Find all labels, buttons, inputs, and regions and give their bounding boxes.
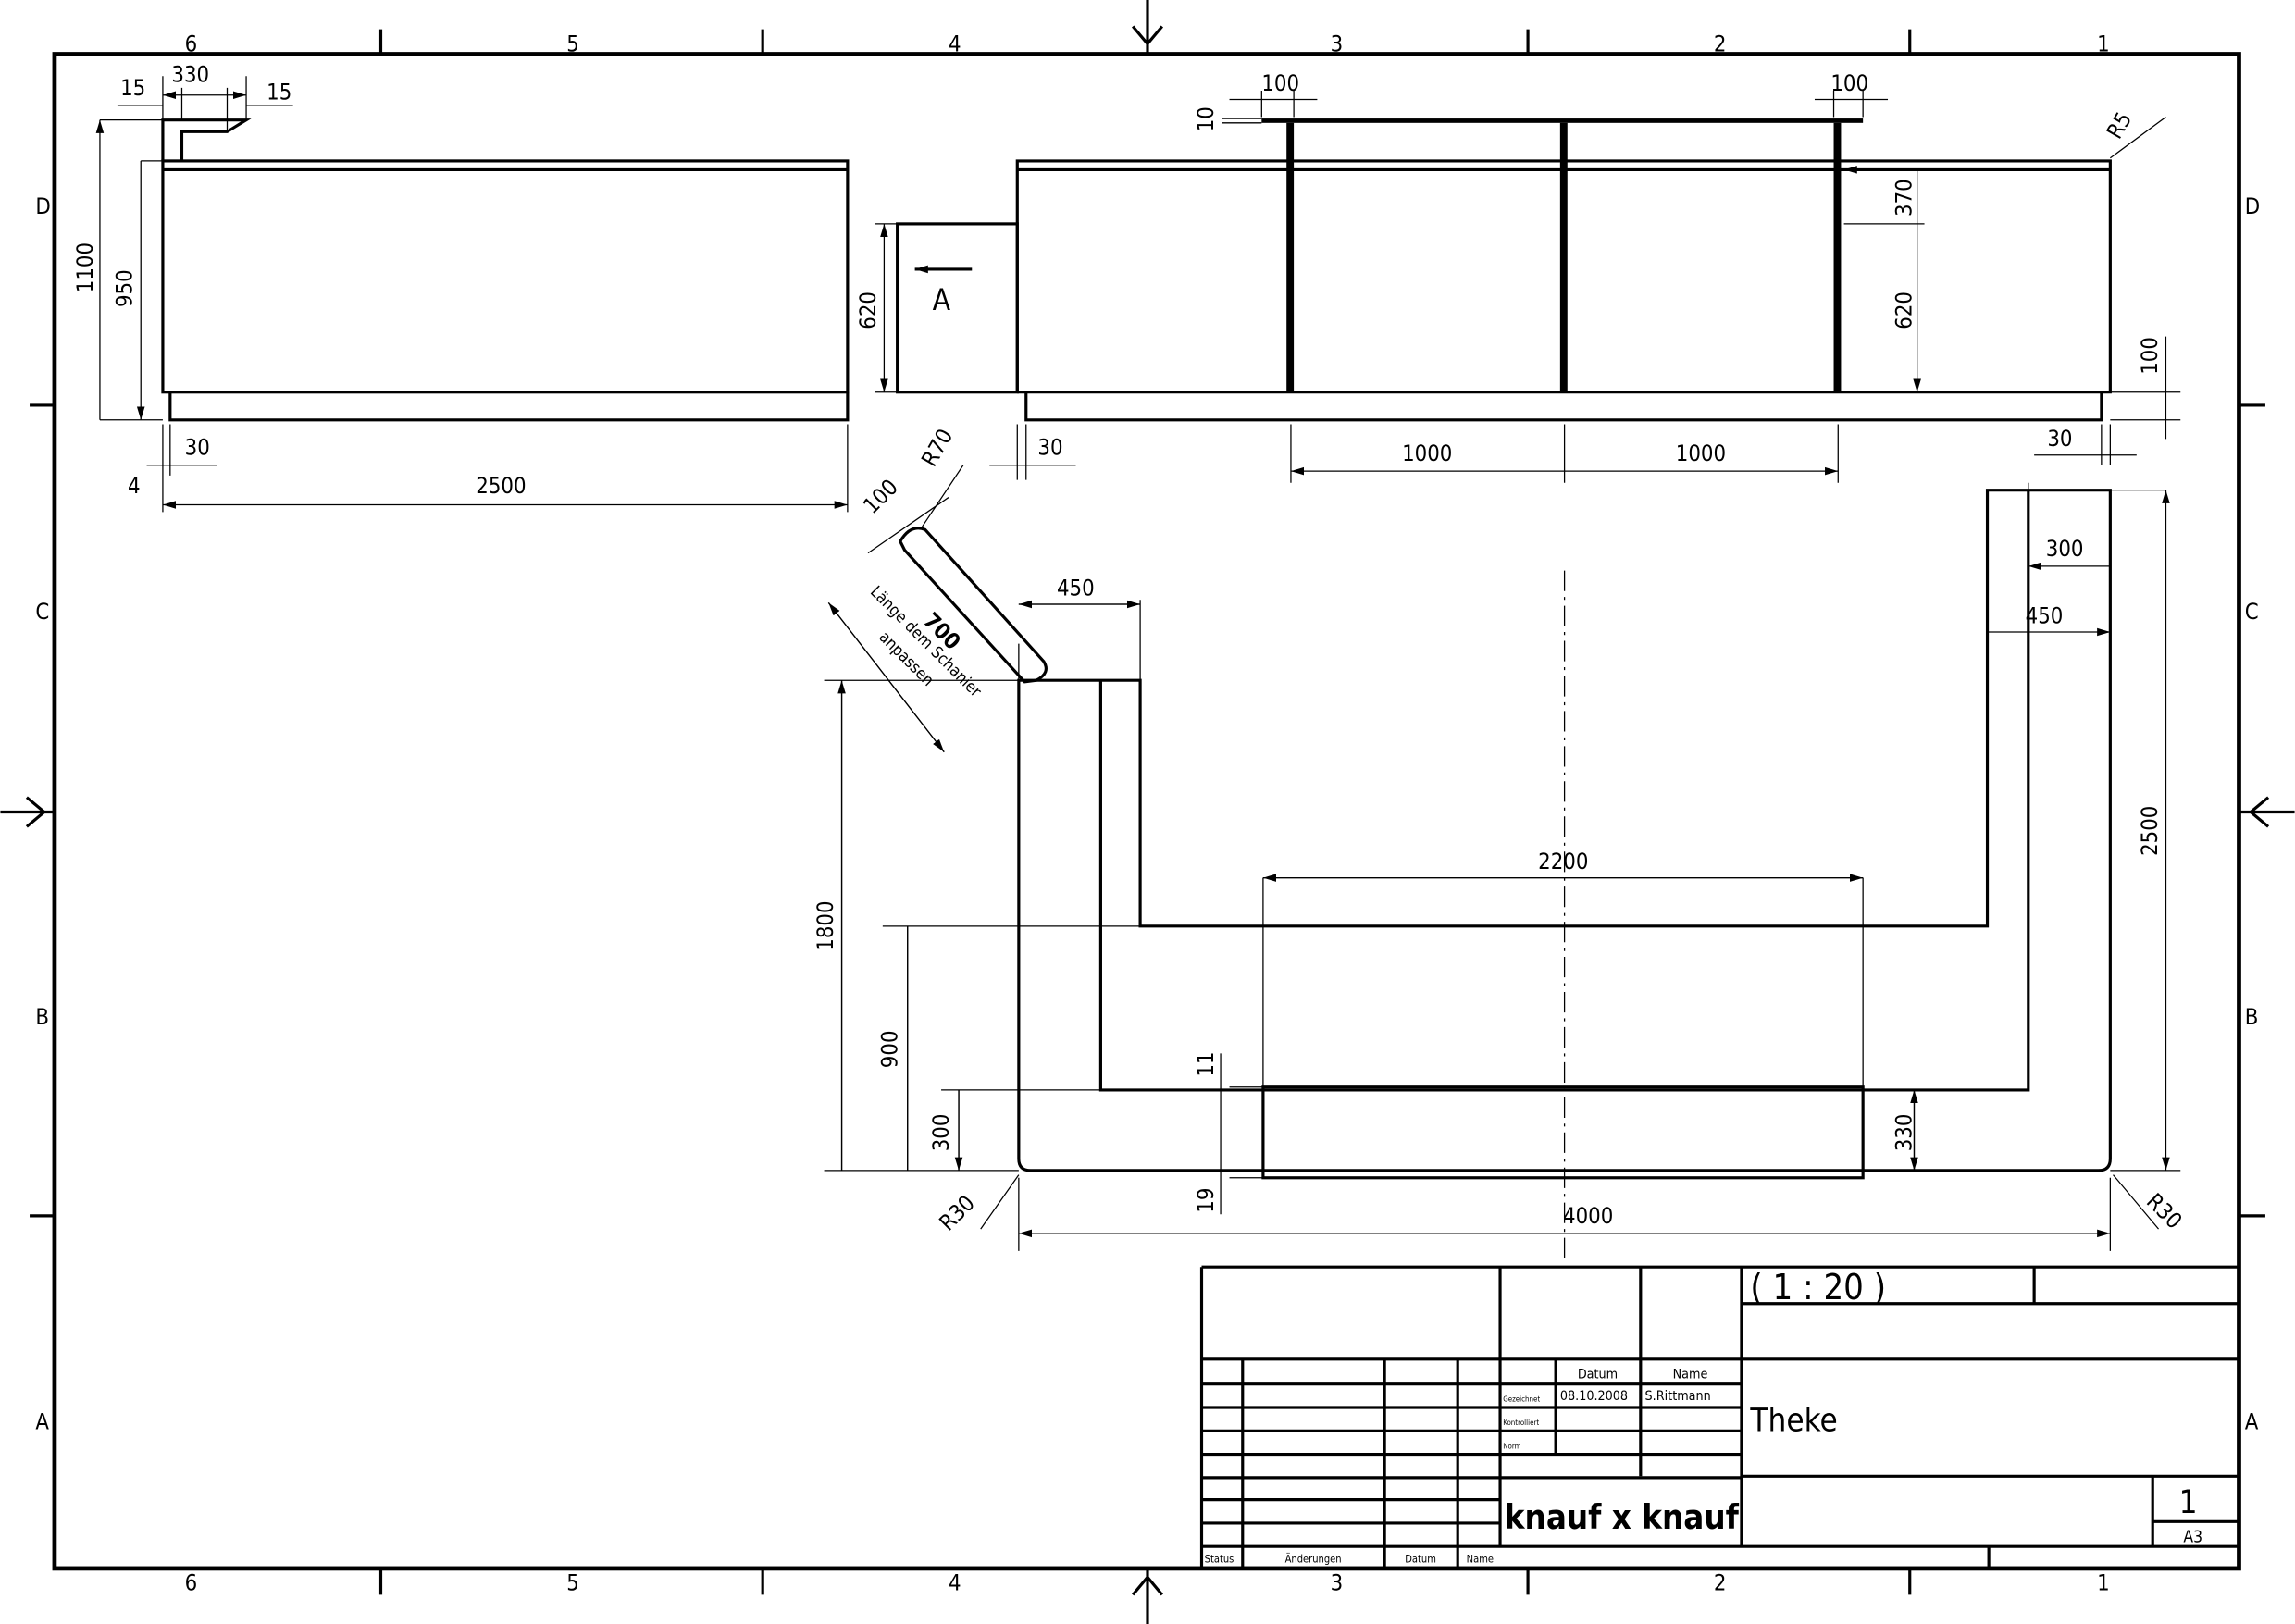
dimension-label: 2 — [1714, 1570, 1727, 1596]
dim: 15 — [267, 80, 292, 105]
dimension-label: 1 — [2097, 31, 2110, 56]
dimension-label: 100 — [858, 474, 903, 519]
dimension-label: 4 — [949, 1570, 961, 1596]
dimension-label: 6 — [185, 31, 198, 56]
dimension-label: D — [35, 193, 50, 219]
dimension-label: 11 — [1193, 1052, 1219, 1077]
dimension-label: 4 — [949, 31, 961, 56]
dimension-label: A — [35, 1409, 49, 1435]
dimension-label: S.Rittmann — [1645, 1389, 1711, 1404]
dim: 1100 — [72, 242, 98, 292]
dimension-label: Name — [1673, 1367, 1708, 1382]
zone-labels-side: D C B A D C B A — [35, 193, 2260, 1435]
dimension-label: 4000 — [1563, 1203, 1613, 1229]
dimension-label: 19 — [1193, 1188, 1219, 1213]
dimension-label: Datum — [1578, 1367, 1618, 1382]
dim: 330 — [171, 62, 209, 88]
dim: 2500 — [476, 473, 526, 499]
dim: 15 — [120, 75, 145, 101]
plan-view: R70 100 700 Länge dem Schanier anpassen … — [813, 425, 2188, 1258]
company-name: knauf x knauf — [1505, 1497, 1740, 1537]
scale-label: ( 1 : 20 ) — [1750, 1267, 1886, 1308]
dimension-label: R5 — [2102, 107, 2137, 143]
dimension-label: C — [2245, 599, 2259, 625]
dimension-label: 100 — [2137, 337, 2163, 375]
dimension-label: 100 — [1261, 70, 1299, 96]
dimension-label: 450 — [1057, 576, 1095, 601]
dimension-label: 1800 — [813, 900, 838, 950]
zone-labels-top: 6 5 4 3 2 1 6 5 4 3 2 1 — [185, 31, 2110, 1595]
dimension-label: 2200 — [1538, 849, 1588, 874]
dimension-label: 5 — [566, 1570, 579, 1596]
dimension-label: Änderungen — [1285, 1554, 1342, 1566]
dimension-label: B — [35, 1004, 49, 1030]
dimension-label: 300 — [928, 1114, 954, 1152]
dimension-label: 100 — [1830, 70, 1868, 96]
dimension-label: 1000 — [1676, 440, 1726, 466]
dimension-label: 620 — [855, 291, 881, 329]
dimension-label: R30 — [934, 1190, 979, 1235]
front-view-right: 100 100 10 R5 370 620 100 30 1000 1000 — [1015, 70, 2181, 483]
dimension-label: Status — [1205, 1554, 1234, 1566]
dimension-label: C — [35, 599, 49, 625]
door-panel — [899, 527, 1048, 684]
dimension-label: 2 — [1714, 31, 1727, 56]
dimension-label: 10 — [1193, 106, 1219, 131]
dimension-label: 3 — [1331, 31, 1344, 56]
sheet-number: 1 — [2179, 1484, 2198, 1521]
dim: 4 — [128, 473, 141, 499]
dimension-label: D — [2245, 193, 2260, 219]
dimension-label: R30 — [2141, 1188, 2187, 1233]
dimension-label: 330 — [1891, 1114, 1917, 1152]
dim: 30 — [185, 435, 210, 461]
dimension-label: 5 — [566, 31, 579, 56]
drawing-frame — [52, 52, 2241, 1571]
dimension-label: A — [2245, 1409, 2259, 1435]
dimension-label: 300 — [2046, 536, 2084, 562]
dimension-label: 30 — [2047, 426, 2072, 452]
dimension-label: 1000 — [1402, 440, 1452, 466]
dimension-label: R70 — [916, 425, 958, 471]
view-a: 620 A 30 — [855, 222, 1076, 480]
front-view-left: 15 330 15 1100 950 30 4 2500 — [72, 62, 850, 513]
dimension-label: 30 — [1037, 435, 1062, 461]
drawing-title: Theke — [1749, 1402, 1837, 1439]
dimension-label: 1 — [2097, 1570, 2110, 1596]
dimension-label: Gezeichnet — [1503, 1395, 1540, 1404]
dimension-label: A — [933, 284, 951, 317]
sheet-format: A3 — [2183, 1528, 2202, 1546]
dimension-label: Datum — [1405, 1554, 1436, 1566]
dimension-label: 450 — [2026, 603, 2064, 629]
title-block: ( 1 : 20 ) Theke knauf x knauf 1 A3 Datu… — [1199, 1265, 2239, 1568]
dimension-label: Kontrolliert — [1503, 1419, 1539, 1427]
dimension-label: Name — [1467, 1554, 1494, 1566]
dimension-label: 6 — [185, 1570, 198, 1596]
dimension-label: 370 — [1891, 179, 1917, 217]
dimension-label: 2500 — [2137, 806, 2163, 856]
dim: 950 — [112, 269, 138, 307]
dimension-label: 620 — [1891, 291, 1917, 329]
dimension-label: 900 — [877, 1030, 903, 1068]
dimension-label: Norm — [1503, 1442, 1520, 1450]
dimension-label: 3 — [1331, 1570, 1344, 1596]
dimension-label: B — [2245, 1004, 2259, 1030]
dimension-label: 08.10.2008 — [1560, 1389, 1628, 1404]
